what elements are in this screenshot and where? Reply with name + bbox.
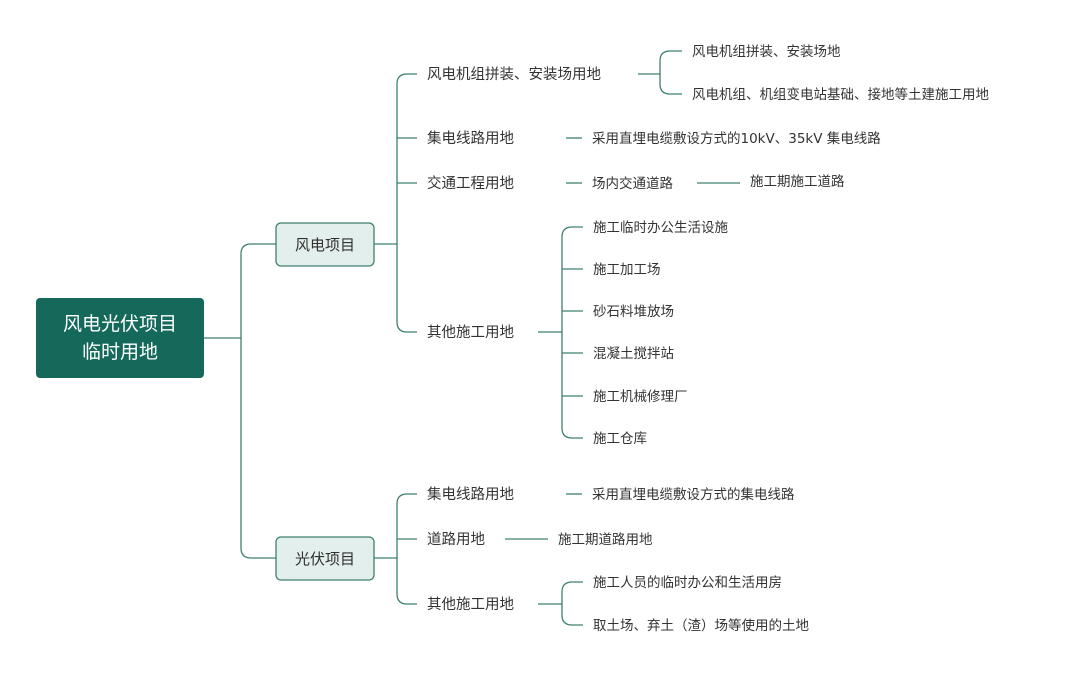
solar-label: 光伏项目 <box>295 550 355 568</box>
connector-wind-spine <box>396 73 417 333</box>
assembly-leaf-1: 风电机组拼装、安装场地 <box>692 44 841 60</box>
wind-node: 风电项目 <box>275 222 375 267</box>
solar-items: 集电线路用地 采用直埋电缆敷设方式的集电线路 道路用地 施工期道路用地 其他施工… <box>427 486 809 634</box>
root-node: 风电光伏项目 临时用地 <box>36 298 204 378</box>
root-title-line2: 临时用地 <box>82 341 158 363</box>
root-title-line1: 风电光伏项目 <box>63 313 177 335</box>
other-wind-leaf-6: 施工仓库 <box>593 431 647 447</box>
other-wind-leaf-1: 施工临时办公生活设施 <box>593 220 728 236</box>
wind-item-collector: 集电线路用地 <box>427 130 514 147</box>
root-box <box>36 298 204 378</box>
connector-main-spine <box>240 243 276 559</box>
other-wind-leaf-4: 混凝土搅拌站 <box>593 346 674 362</box>
other-solar-leaf-1: 施工人员的临时办公和生活用房 <box>593 575 782 591</box>
wind-item-assembly: 风电机组拼装、安装场用地 <box>427 66 601 83</box>
wind-item-traffic: 交通工程用地 <box>427 174 514 192</box>
wind-items: 风电机组拼装、安装场用地 风电机组拼装、安装场地 风电机组、机组变电站基础、接地… <box>427 44 989 447</box>
wind-box <box>275 222 375 267</box>
solar-item-collector: 集电线路用地 <box>427 486 514 503</box>
other-wind-leaf-5: 施工机械修理厂 <box>593 389 688 405</box>
other-wind-leaf-3: 砂石料堆放场 <box>593 304 674 320</box>
connector-assembly-spine <box>659 50 682 95</box>
wind-label: 风电项目 <box>295 236 355 254</box>
wind-item-other: 其他施工用地 <box>427 324 514 341</box>
connector-other-solar-spine <box>561 581 583 626</box>
connector-other-wind-spine <box>561 226 583 439</box>
assembly-leaf-2: 风电机组、机组变电站基础、接地等土建施工用地 <box>692 86 989 103</box>
solar-item-road: 道路用地 <box>427 531 485 548</box>
solar-node: 光伏项目 <box>275 536 375 581</box>
traffic-grandchild-leaf: 施工期施工道路 <box>750 174 845 190</box>
connectors <box>204 50 740 626</box>
other-wind-leaf-2: 施工加工场 <box>593 262 661 278</box>
traffic-leaf: 场内交通道路 <box>592 175 673 192</box>
collector-wind-leaf: 采用直埋电缆敷设方式的10kV、35kV 集电线路 <box>592 131 881 147</box>
road-solar-leaf: 施工期道路用地 <box>558 532 653 548</box>
solar-box <box>275 536 375 581</box>
collector-solar-leaf: 采用直埋电缆敷设方式的集电线路 <box>592 487 795 503</box>
connector-solar-spine <box>396 493 417 605</box>
solar-item-other: 其他施工用地 <box>427 596 514 613</box>
other-solar-leaf-2: 取土场、弃土（渣）场等使用的土地 <box>593 617 809 634</box>
